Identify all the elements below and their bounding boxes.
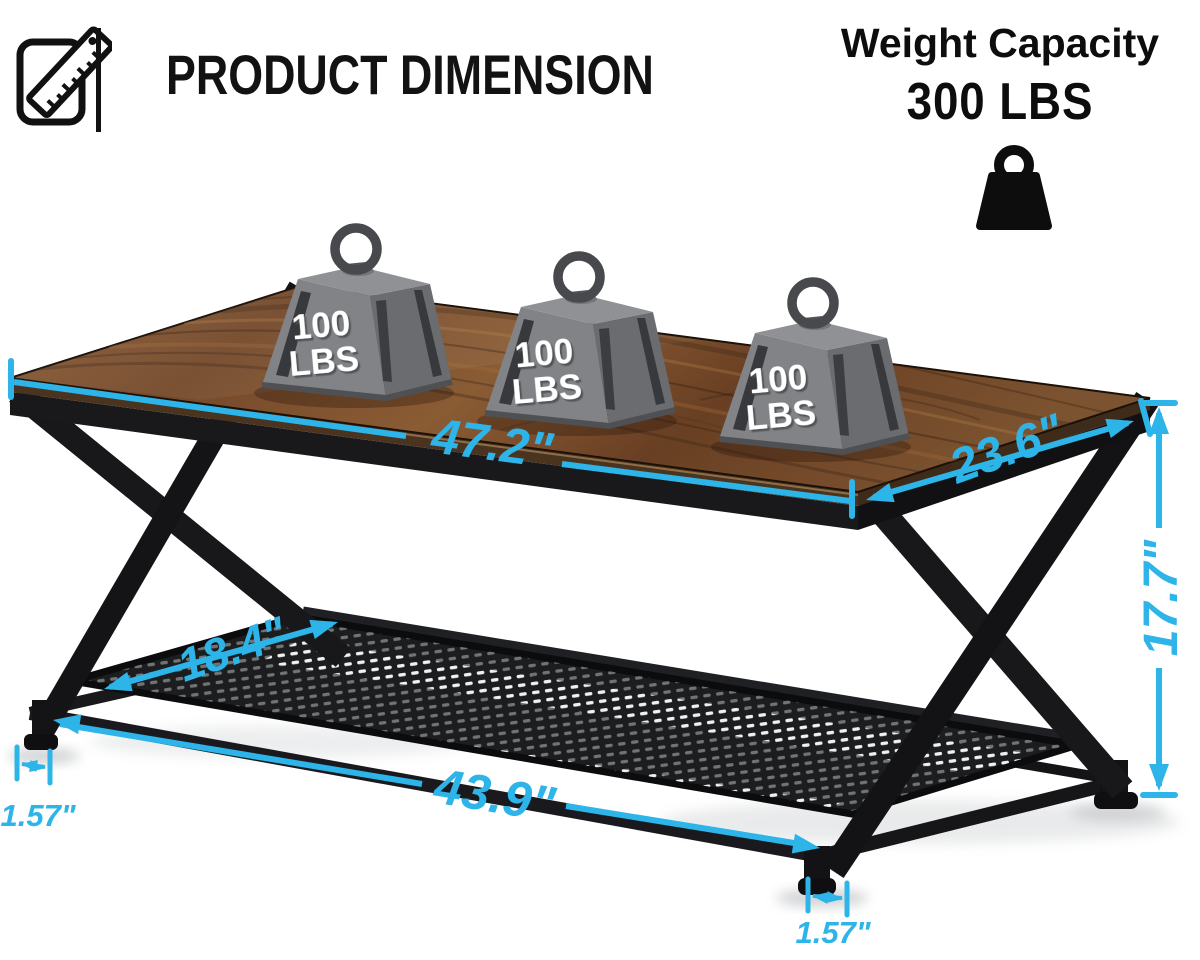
weight-2: 100 LBS — [477, 251, 677, 436]
dim-height-label: 17.7" — [1135, 539, 1188, 656]
weight-capacity-title: Weight Capacity — [840, 20, 1160, 66]
weight-label: 100 — [513, 332, 575, 376]
dim-left-foot: 1.57" — [0, 744, 77, 833]
dim-height: 17.7" — [1135, 400, 1188, 798]
dim-bottom-length-label: 43.9" — [430, 758, 561, 833]
dim-right-foot: 1.57" — [795, 876, 872, 950]
right-x-frame — [821, 391, 1159, 879]
weight-label: 100 — [747, 358, 809, 402]
weights: 100 LBS 100 LBS — [254, 223, 911, 462]
header-divider — [96, 28, 101, 132]
weight-label: LBS — [287, 339, 360, 384]
bottom-frame-front — [28, 706, 1124, 863]
weight-1: 100 LBS — [254, 223, 454, 408]
weight-label: 100 — [290, 304, 352, 348]
dim-left-foot-label: 1.57" — [0, 798, 76, 833]
weight-icon — [976, 145, 1052, 230]
dim-right-foot-label: 1.57" — [795, 915, 871, 950]
page-title: PRODUCT DIMENSION — [166, 43, 654, 106]
weight-3: 100 LBS — [711, 277, 911, 462]
weight-capacity-value: 300 LBS — [906, 73, 1094, 131]
weight-label: LBS — [744, 393, 817, 438]
weight-label: LBS — [510, 367, 583, 412]
